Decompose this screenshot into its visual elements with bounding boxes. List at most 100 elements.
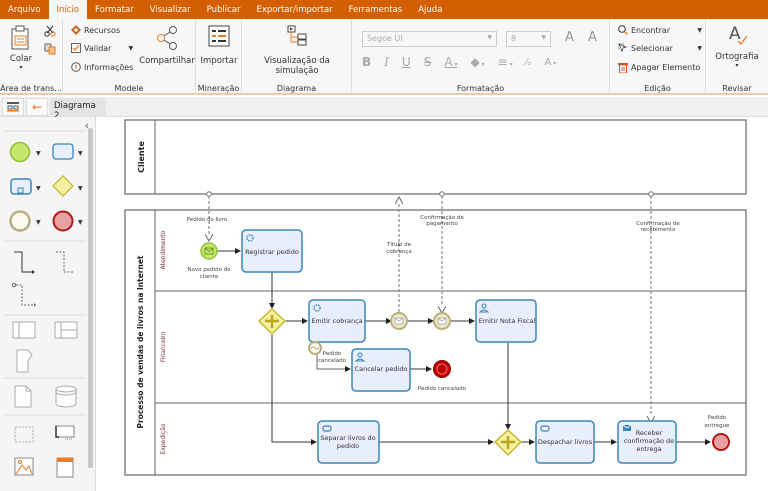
font-color-icon[interactable]: A ▾ bbox=[444, 55, 458, 69]
tab-diagrama-2[interactable]: Diagrama 2 bbox=[50, 98, 106, 121]
message-flow-shape[interactable] bbox=[56, 251, 74, 273]
sequence-flow-shape[interactable] bbox=[14, 251, 35, 274]
tab-label: Diagrama 2 bbox=[54, 101, 96, 121]
task-shape[interactable]: ▼ bbox=[52, 143, 83, 160]
start-event-shape[interactable]: ▼ bbox=[9, 141, 42, 163]
end-event-shape[interactable]: ▼ bbox=[52, 210, 84, 232]
validate-button[interactable]: Validar▼ bbox=[71, 43, 133, 53]
shrink-font-icon[interactable]: A bbox=[588, 30, 597, 45]
task-separar-livros[interactable]: Separar livros do pedido bbox=[317, 420, 380, 464]
validate-label: Validar bbox=[84, 43, 112, 53]
task-emitir-nota-fiscal[interactable]: Emitir Nota Fiscal bbox=[475, 299, 537, 343]
start-event-novo-pedido[interactable] bbox=[200, 242, 218, 260]
group-label-formatting: Formatação bbox=[456, 84, 505, 93]
document-shape[interactable] bbox=[14, 385, 32, 408]
task-separar-label-2: pedido bbox=[337, 442, 359, 450]
intermediate-event-shape[interactable]: ▼ bbox=[9, 210, 42, 232]
pool-cliente[interactable]: Cliente bbox=[124, 119, 747, 195]
container-shape[interactable] bbox=[56, 457, 74, 478]
delete-element-button[interactable]: Apagar Elemento bbox=[618, 62, 700, 73]
collapse-palette-icon[interactable]: ‹ bbox=[84, 119, 89, 132]
gateway-shape[interactable]: ▼ bbox=[52, 175, 83, 197]
pool-cliente-label: Cliente bbox=[137, 141, 146, 173]
ribbon: Colar ▾ Área de trans... Recursos Valida… bbox=[0, 19, 768, 95]
data-object-shape[interactable] bbox=[16, 349, 33, 373]
annotation-shape[interactable] bbox=[55, 425, 75, 440]
align-icon[interactable]: ≡ ▾ bbox=[497, 55, 513, 69]
navigator-button[interactable] bbox=[2, 98, 24, 116]
parallel-gateway-split[interactable] bbox=[257, 307, 287, 336]
pool-processo-label: Processo de vendas de livros na Internet bbox=[136, 255, 145, 428]
simulation-label: Visualização da simulação bbox=[264, 56, 330, 76]
task-receber-confirmacao[interactable]: Receber confirmação de entrega bbox=[617, 420, 677, 464]
menu-visualizar[interactable]: Visualizar bbox=[149, 4, 191, 15]
boundary-event-pedido-cancelado[interactable] bbox=[308, 341, 322, 355]
group-formatting: Segoe UI▼ 8▼ A A B I U S A ▾ ◆ ▾ ≡ ▾ ⁄ₒ … bbox=[352, 19, 610, 95]
pool-shape[interactable] bbox=[12, 321, 36, 339]
sequence-flows bbox=[217, 248, 711, 445]
document-tab-bar: ← Diagrama 2 bbox=[0, 97, 768, 121]
menu-ferramentas[interactable]: Ferramentas bbox=[348, 4, 403, 15]
menu-ajuda[interactable]: Ajuda bbox=[418, 4, 443, 15]
svg-text:A: A bbox=[729, 24, 741, 44]
info-button[interactable]: Informações bbox=[71, 62, 133, 72]
menu-arquivo[interactable]: Arquivo bbox=[8, 4, 41, 15]
italic-icon[interactable]: I bbox=[384, 55, 389, 69]
end-event-pedido-entregue[interactable] bbox=[712, 433, 730, 451]
subprocess-shape[interactable]: ▼ bbox=[10, 178, 41, 195]
group-shape[interactable] bbox=[14, 426, 34, 443]
diagram-canvas[interactable]: Cliente Processo de vendas de livros na … bbox=[97, 117, 768, 491]
import-button[interactable]: Importar bbox=[196, 25, 242, 66]
clear-format-icon[interactable]: ⁄ₒ bbox=[525, 56, 532, 68]
simulation-view-button[interactable]: Visualização da simulação bbox=[242, 25, 352, 76]
group-clipboard: Colar ▾ Área de trans... bbox=[0, 19, 63, 95]
menu-formatar[interactable]: Formatar bbox=[95, 4, 134, 15]
label-pedido-cancelado-end: Pedido cancelado bbox=[418, 386, 467, 392]
data-store-shape[interactable] bbox=[55, 385, 77, 408]
image-shape[interactable] bbox=[14, 457, 34, 476]
fill-color-icon[interactable]: ◆ ▾ bbox=[470, 55, 485, 69]
share-button[interactable]: Compartilhar bbox=[138, 25, 196, 66]
association-shape[interactable] bbox=[11, 282, 36, 307]
strikethrough-icon[interactable]: S bbox=[423, 55, 432, 69]
end-event-pedido-cancelado[interactable] bbox=[433, 360, 451, 378]
cut-icon[interactable] bbox=[44, 25, 56, 40]
lane-atendimento-label: Atendimento bbox=[160, 230, 167, 269]
label-pedido-entregue-2: entregue bbox=[705, 423, 731, 429]
spelling-button[interactable]: A Ortografia ▾ bbox=[706, 23, 768, 69]
parallel-gateway-join[interactable] bbox=[493, 428, 523, 457]
task-cancelar-pedido[interactable]: Cancelar pedido bbox=[351, 348, 411, 392]
text-color-icon[interactable]: A ▾ bbox=[544, 56, 557, 68]
bpmn-diagram: Cliente Processo de vendas de livros na … bbox=[124, 119, 747, 476]
task-emitir-cobranca[interactable]: Emitir cobrança bbox=[308, 299, 366, 343]
task-receber-label-2: confirmação de bbox=[624, 437, 674, 445]
copy-icon[interactable] bbox=[44, 43, 56, 58]
palette-scrollbar[interactable] bbox=[88, 128, 93, 468]
find-button[interactable]: Encontrar▼ bbox=[618, 25, 702, 35]
intermediate-event-receive-pagamento[interactable] bbox=[433, 312, 451, 330]
label-novo-pedido-2: cliente bbox=[200, 274, 219, 280]
task-registrar-pedido[interactable]: Registrar pedido bbox=[241, 229, 303, 273]
back-arrow-icon[interactable]: ← bbox=[26, 98, 48, 116]
bold-icon[interactable]: B bbox=[362, 55, 372, 69]
resources-button[interactable]: Recursos bbox=[71, 25, 120, 35]
select-button[interactable]: Selecionar▼ bbox=[618, 43, 702, 53]
grow-font-icon[interactable]: A bbox=[565, 30, 574, 45]
task-registrar-label: Registrar pedido bbox=[245, 248, 299, 256]
font-family-select[interactable]: Segoe UI▼ bbox=[362, 31, 497, 47]
task-despachar-livros[interactable]: Despachar livros bbox=[535, 420, 595, 464]
underline-icon[interactable]: U bbox=[401, 55, 411, 69]
intermediate-event-send-cobranca[interactable] bbox=[390, 312, 408, 330]
font-size-value: 8 bbox=[511, 34, 517, 43]
lane-shape[interactable] bbox=[54, 321, 78, 339]
label-titulo-cobranca-2: cobrança bbox=[386, 249, 411, 255]
info-icon bbox=[71, 62, 81, 72]
paste-button[interactable]: Colar ▾ bbox=[6, 25, 36, 75]
menu-publicar[interactable]: Publicar bbox=[206, 4, 241, 15]
menu-exportar-importar[interactable]: Exportar/importar bbox=[256, 4, 333, 15]
menu-in-cio[interactable]: Início bbox=[48, 0, 88, 19]
diagram-navigator-icon bbox=[7, 102, 19, 112]
checkbox-icon bbox=[71, 43, 81, 53]
label-confirmacao-pagamento-2: pagamento bbox=[426, 221, 458, 227]
font-size-select[interactable]: 8▼ bbox=[506, 31, 551, 47]
